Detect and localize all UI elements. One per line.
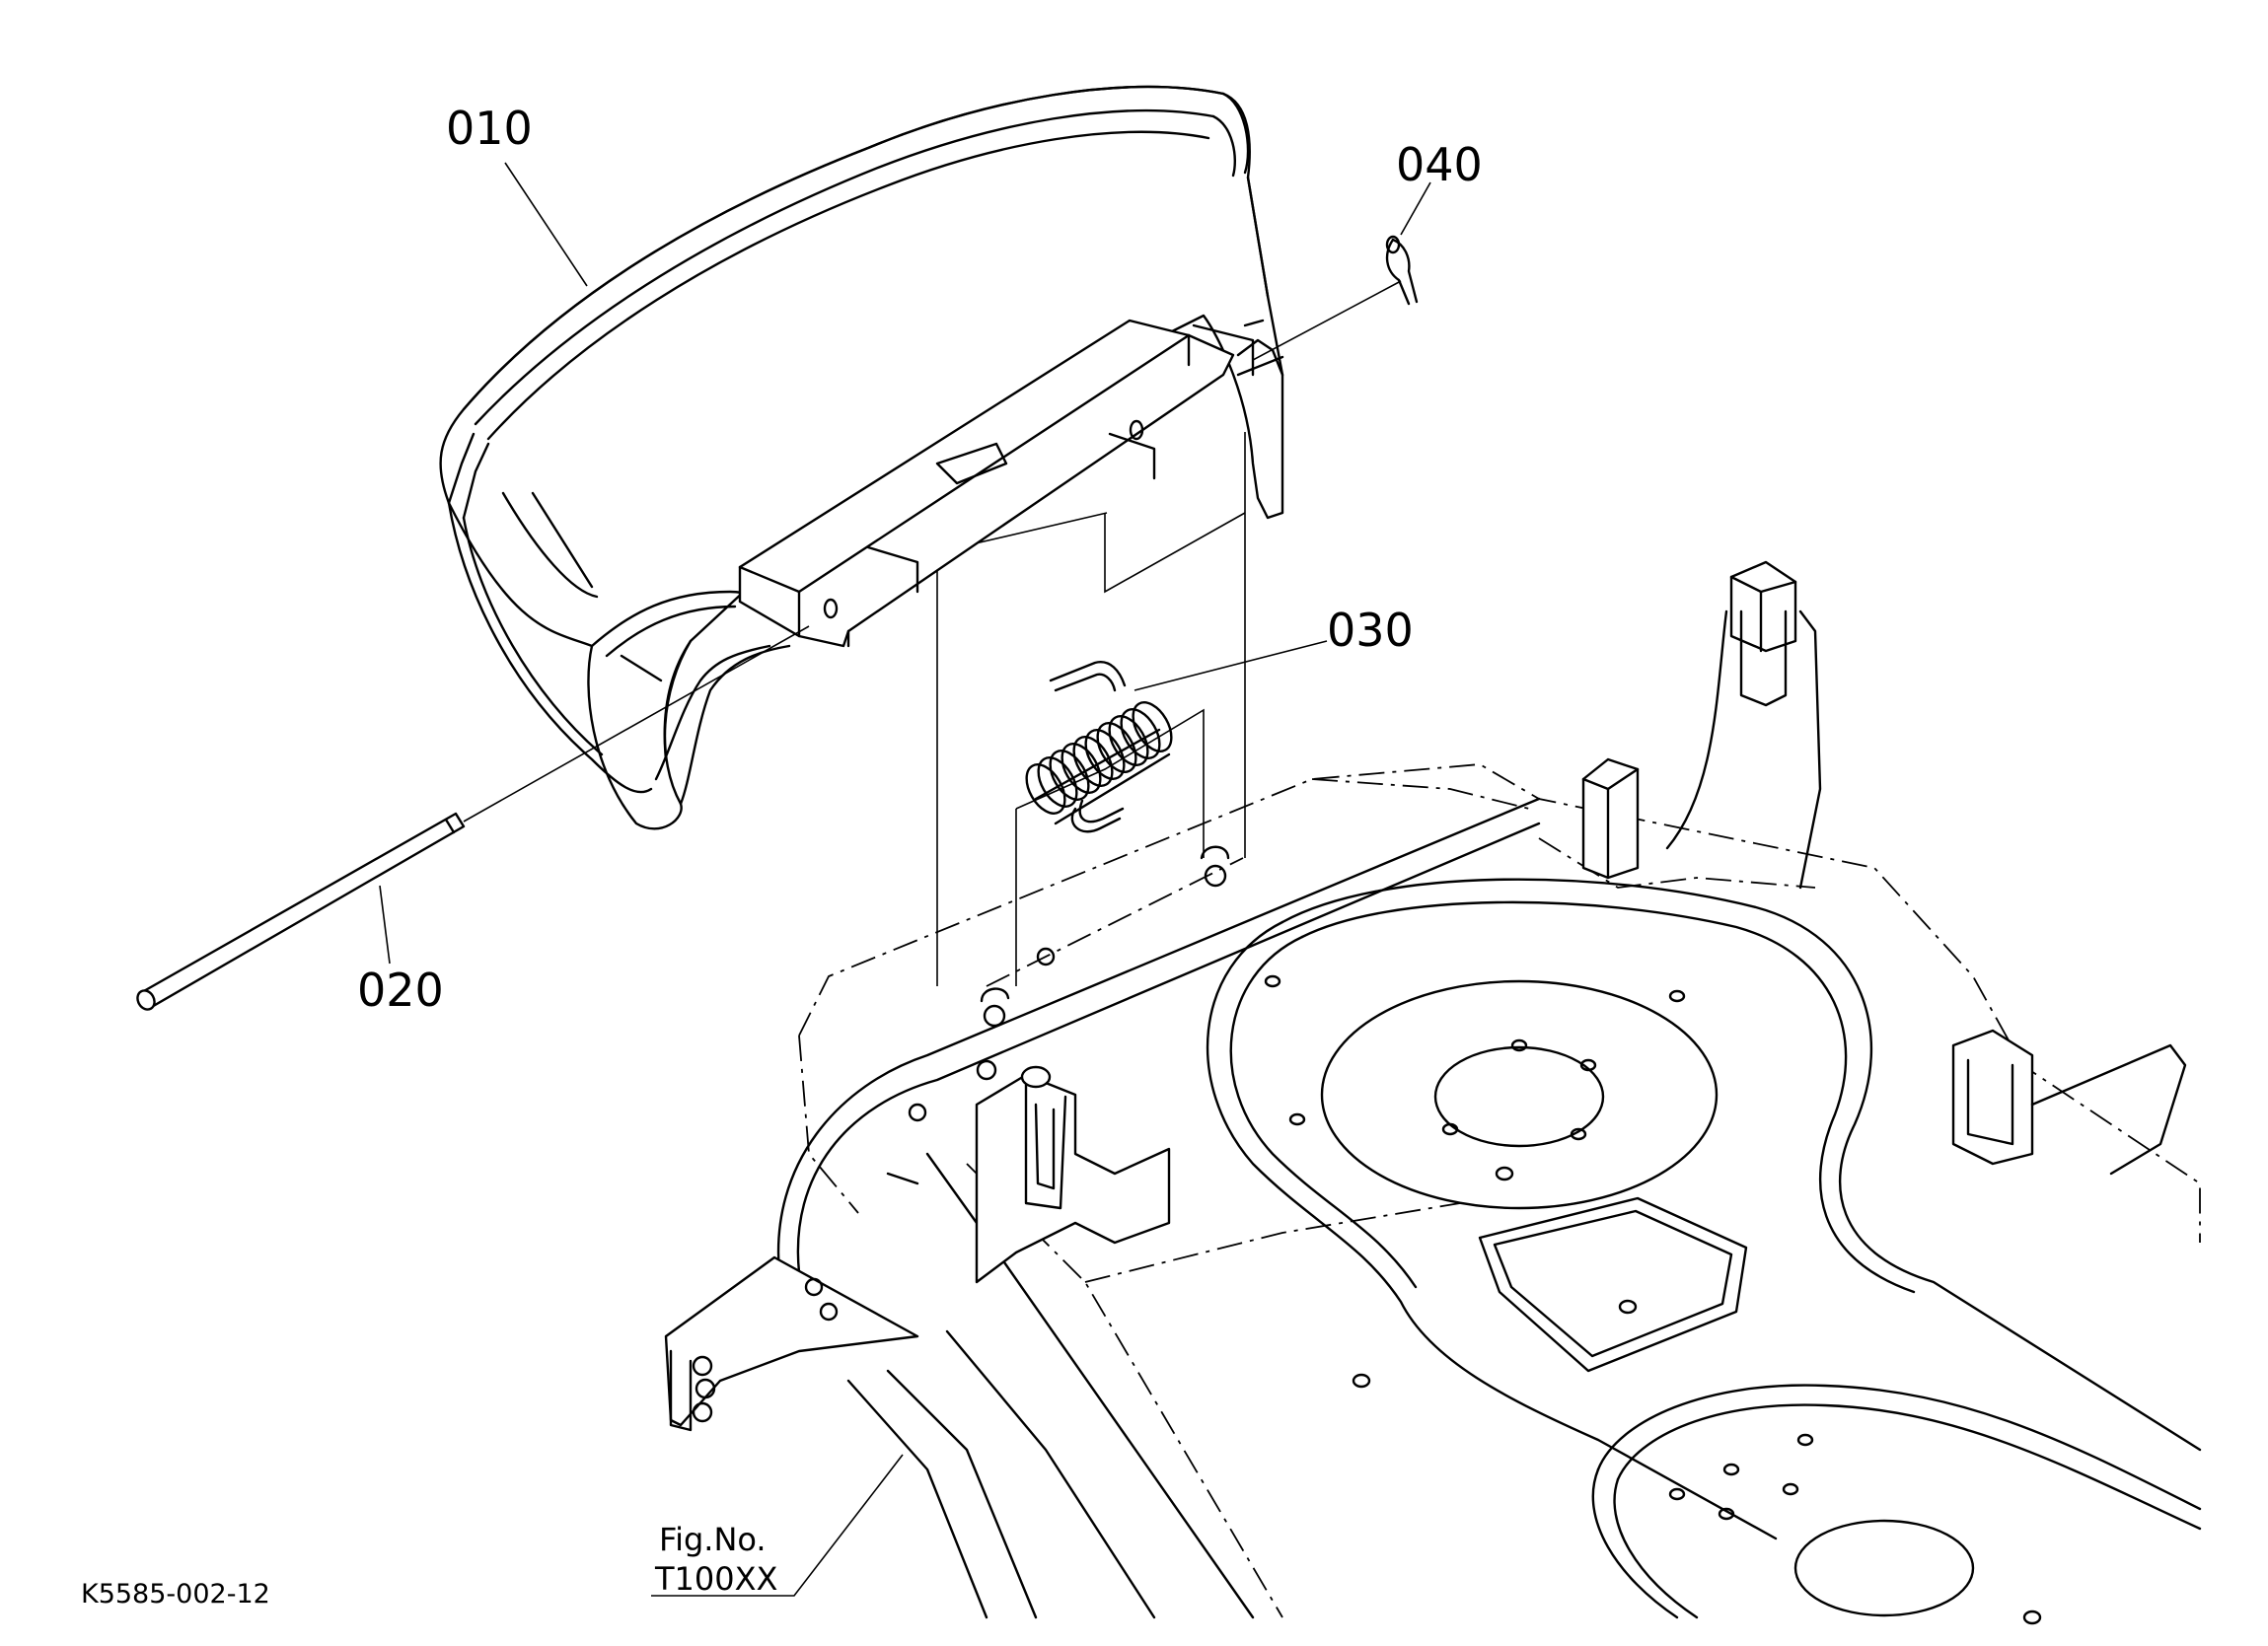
callout-030: 030 <box>1327 604 1414 657</box>
callout-010: 010 <box>446 102 533 155</box>
leader-lines <box>379 162 1431 1597</box>
callout-020: 020 <box>357 964 444 1017</box>
drawing-code: K5585-002-12 <box>81 1579 270 1610</box>
mower-deck <box>664 560 2202 1625</box>
callout-040: 040 <box>1396 138 1483 191</box>
figure-number-value: T100XX <box>654 1560 777 1598</box>
discharge-deflector-010 <box>439 85 1284 830</box>
spring-guide-frame <box>936 432 1246 986</box>
figure-number-label: Fig.No. <box>659 1521 767 1558</box>
cotter-pin-040 <box>1385 235 1419 306</box>
hinge-pin-020 <box>136 280 1402 1011</box>
tension-spring-030 <box>980 661 1230 1028</box>
